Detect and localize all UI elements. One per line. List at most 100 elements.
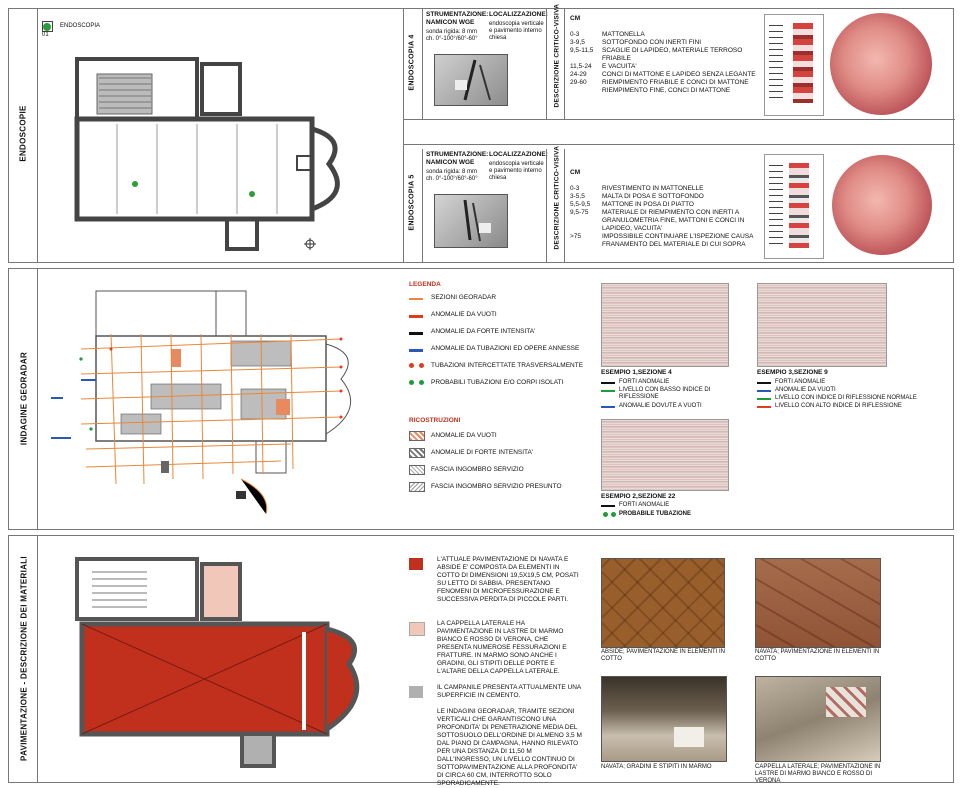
example-line-label: LIVELLO CON BASSO INDICE DI RIFLESSIONE [619,387,711,400]
depth-item: 9,5-75 [570,209,589,216]
depth-item: 29-60 [570,79,587,86]
green-dot-icon [419,380,424,385]
layer-list: MATTONELLA SOTTOFONDO CON INERTI FINI SC… [602,31,772,95]
endoscopy-card-5: ENDOSCOPIA 5 STRUMENTAZIONE: NAMICON WGE… [404,145,954,262]
instrument-body: sonda rigida: 8 mm ch. 0°-100°/60°-60° [426,169,478,182]
material-swatch-terracotta [409,558,423,570]
endoscope-tool-photo [434,54,508,106]
layer-item: SCAGLIE DI LAPIDEO, MATERIALE TERROSO FR… [602,47,743,62]
example-line-label: LIVELLO CON INDICE DI RIFLESSIONE NORMAL… [775,395,917,401]
material-text: IL CAMPANILE PRESENTA ATTUALMENTE UNA SU… [437,684,581,699]
example-title: ESEMPIO 3,SEZIONE 9 [757,369,828,376]
depth-item [570,217,600,225]
layer-item: RIEMPIMENTO FINE, CONCI DI MATTONE [602,87,731,94]
depth-item [570,55,600,63]
section-georadar: INDAGINE GEORADAR LEGEN [8,268,954,530]
depth-item: 11,5-24 [570,63,592,70]
depth-item: >75 [570,233,582,240]
legend-label: ANOMALIE DA VUOTI [431,311,497,318]
section-title-pavement: PAVIMENTAZIONE - DESCRIZIONE DEI MATERIA… [19,556,29,761]
layer-item: MALTA DI POSA E SOTTOFONDO [602,193,704,200]
legend-number: 01 [42,32,49,38]
cm-heading: CM [570,15,581,22]
depth-item: 3-9,5 [570,39,585,46]
location-body: endoscopia verticale e pavimento interno… [489,161,544,181]
legend-line-pipes [409,349,423,352]
hatch-voids-icon [409,431,425,441]
photo-caption: NAVATA; GRADINI E STIPITI IN MARMO [601,764,712,770]
example-line-label: PROBABILE TUBAZIONE [619,511,691,517]
divider [403,119,955,120]
photo-nave-floor [755,558,881,648]
materials-note: LE INDAGINI GEORADAR, TRAMITE SEZIONI VE… [437,708,582,787]
depth-item: 0-3 [570,31,580,38]
divider [403,9,404,262]
legend-label: ANOMALIE DA FORTE INTENSITA' [431,328,536,335]
radargram-example-3 [757,283,887,367]
hatch-service-icon [409,465,425,475]
layer-item: FRANAMENTO DEL MATERIALE DI CUI SOPRA [602,241,746,248]
layer-item: E VACUITA' [602,63,637,70]
photo-chapel-floor [755,676,881,762]
layer-item: SOTTOFONDO CON INERTI FINI [602,39,702,46]
legend-label: TUBAZIONI INTERCETTATE TRASVERSALMENTE [431,362,584,369]
legend-label: ENDOSCOPIA [60,23,101,29]
section-label-box: ENDOSCOPIE [9,9,38,262]
layer-list: RIVESTIMENTO IN MATTONELLE MALTA DI POSA… [602,185,772,249]
recon-title: RICOSTRUZIONI [409,417,461,424]
stratigraphy-column [764,14,824,116]
georadar-plan [51,290,351,514]
layer-item: RIEMPIMENTO FRIABILE E CONCI DI MATTONE [602,79,749,86]
photo-caption: CAPPELLA LATERALE; PAVIMENTAZIONE IN LAS… [755,764,881,784]
depth-list: 0-3 3-9,5 9,5-11,5 11,5-24 24-29 29-60 [570,31,600,87]
endoscopy-image-5 [832,155,932,255]
endoscopy-title: ENDOSCOPIA 4 [408,34,416,91]
section-endoscope: ENDOSCOPIE 01 ENDOSCOPIA ENDOSCOPIA 4 [8,4,955,263]
church-plan-endoscope [74,57,340,251]
recon-label: FASCIA INGOMBRO SERVIZIO PRESUNTO [431,483,562,490]
georadar-legend: LEGENDA SEZIONI GEORADAR ANOMALIE DA VUO… [409,281,609,511]
legend-line-strong [409,332,423,335]
photo-apse-floor [601,558,725,648]
depth-item: 9,5-11,5 [570,47,594,54]
depth-item [570,225,600,233]
recon-label: FASCIA INGOMBRO SERVIZIO [431,466,524,473]
description-heading: DESCRIZIONE CRITICO-VISIVA [553,145,561,250]
materials-list: L'ATTUALE PAVIMENTAZIONE DI NAVATA E ABS… [409,556,584,787]
plan-legend: 01 ENDOSCOPIA [42,19,102,39]
section-title-endoscope: ENDOSCOPIE [18,105,28,162]
radargram-example-1 [601,283,729,367]
legend-label: PROBABILI TUBAZIONI E/O CORPI ISOLATI [431,379,564,386]
legend-title: LEGENDA [409,281,441,288]
example-line-label: FORTI ANOMALIE [775,379,826,385]
example-line-label: ANOMALIE DA VUOTI [775,387,836,393]
location-body: endoscopia verticale e pavimento interno… [489,21,544,41]
section-pavement: PAVIMENTAZIONE - DESCRIZIONE DEI MATERIA… [8,535,954,787]
pavement-plan [75,557,360,768]
example-title: ESEMPIO 2,SEZIONE 22 [601,493,676,500]
layer-item: MATERIALE DI RIEMPIMENTO CON INERTI A [602,209,740,216]
material-swatch-cement [409,686,423,698]
layer-item: RIVESTIMENTO IN MATTONELLE [602,185,704,192]
instrument-heading: STRUMENTAZIONE: NAMICON WGE [426,11,489,26]
photo-caption: NAVATA; PAVIMENTAZIONE IN ELEMENTI IN CO… [755,649,880,662]
recon-label: ANOMALIE DI FORTE INTENSITA' [431,449,534,456]
hatch-strong-icon [409,448,425,458]
legend-line-sections [409,298,423,300]
depth-item: 5,5-9,5 [570,201,591,208]
example-line-label: LIVELLO CON ALTO INDICE DI RIFLESSIONE [775,403,902,409]
endoscope-tool-photo [434,194,508,248]
photo-nave-steps [601,676,727,762]
legend-line-voids [409,315,423,318]
example-line-label: FORTI ANOMALIE [619,502,670,508]
example-title: ESEMPIO 1,SEZIONE 4 [601,369,672,376]
location-heading: LOCALIZZAZIONE: [489,11,548,18]
example-line-label: ANOMALIE DOVUTE A VUOTI [619,403,702,409]
location-heading: LOCALIZZAZIONE: [489,151,548,158]
layer-item: LAPIDEO, VACUITA' [602,225,663,232]
cm-heading: CM [570,169,581,176]
layer-item: MATTONELLA [602,31,645,38]
stratigraphy-column [764,154,824,259]
depth-item: 0-3 [570,185,580,192]
endoscopy-title: ENDOSCOPIA 5 [408,174,416,231]
